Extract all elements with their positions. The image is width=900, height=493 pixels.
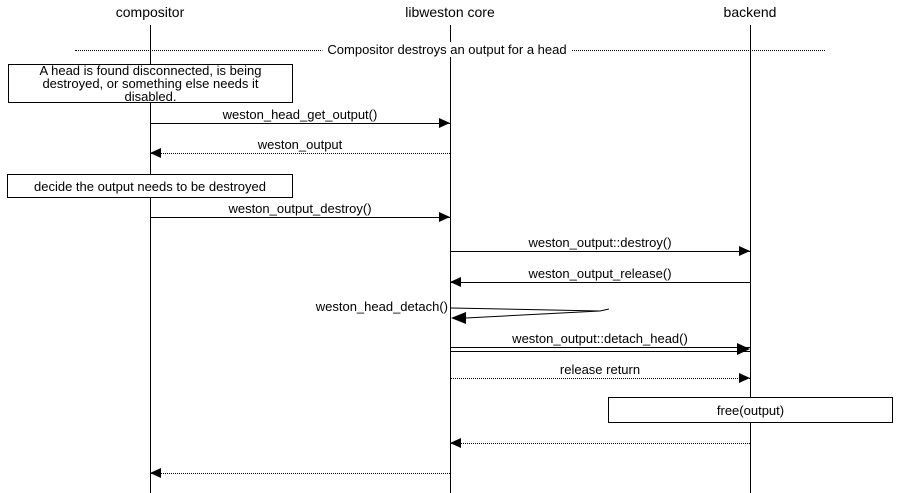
message-line xyxy=(150,473,450,474)
arrowhead-icon xyxy=(450,438,461,448)
participant-label: libweston core xyxy=(405,4,495,20)
divider-label: Compositor destroys an output for a head xyxy=(322,42,572,57)
message-label: weston_output_release() xyxy=(528,266,672,281)
message-label: weston_output_destroy() xyxy=(228,201,372,216)
arrowhead-icon xyxy=(439,118,450,128)
message-line xyxy=(450,251,750,252)
message-line xyxy=(450,347,750,352)
arrowhead-icon xyxy=(450,277,461,287)
participant-label: compositor xyxy=(115,4,185,20)
message-line xyxy=(150,153,450,154)
lifeline xyxy=(150,25,151,493)
note-box: decide the output needs to be destroyed xyxy=(7,174,293,198)
note-box: A head is found disconnected, is being d… xyxy=(8,64,293,103)
arrowhead-icon xyxy=(439,212,450,222)
message-label: weston_head_detach() xyxy=(315,299,448,314)
message-label: weston_output xyxy=(257,137,343,152)
arrowhead-icon xyxy=(739,373,750,383)
note-box: free(output) xyxy=(608,397,893,423)
lifeline xyxy=(750,25,751,493)
lifeline xyxy=(450,25,451,493)
message-line xyxy=(450,282,750,283)
message-line xyxy=(150,217,450,218)
arrowhead-icon xyxy=(737,343,750,355)
arrowhead-icon xyxy=(150,148,161,158)
participant-label: backend xyxy=(723,4,777,20)
message-label: weston_output::destroy() xyxy=(528,235,672,250)
message-line xyxy=(150,123,450,124)
arrowhead-icon xyxy=(739,246,750,256)
message-line xyxy=(450,443,750,444)
message-label: weston_output::detach_head() xyxy=(512,331,688,346)
self-message-loop xyxy=(450,303,610,327)
arrowhead-icon xyxy=(150,468,161,478)
message-label: release return xyxy=(559,362,641,377)
message-line xyxy=(450,378,750,379)
message-label: weston_head_get_output() xyxy=(222,107,378,122)
